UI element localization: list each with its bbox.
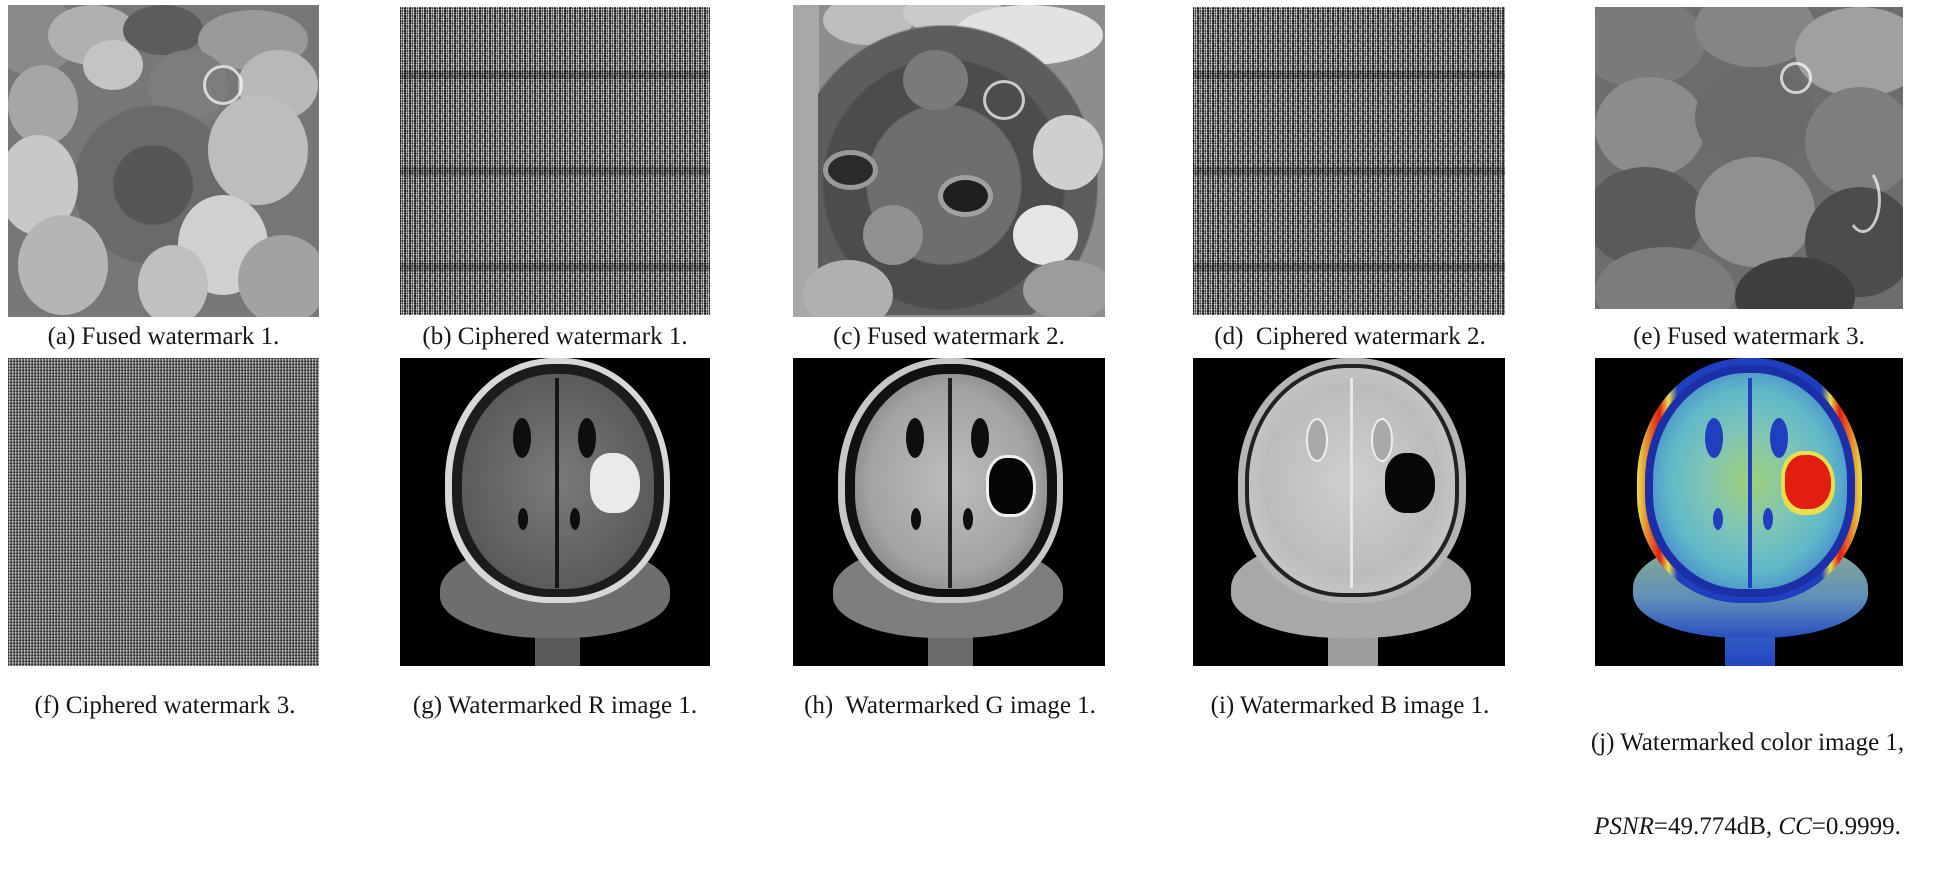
caption-d: (d) Ciphered watermark 2. <box>1214 323 1486 350</box>
psnr-value: =49.774dB, <box>1653 813 1779 840</box>
cc-value: =0.9999. <box>1811 813 1901 840</box>
image-watermarked-g <box>793 358 1105 666</box>
caption-b: (b) Ciphered watermark 1. <box>422 323 688 350</box>
caption-g: (g) Watermarked R image 1. <box>412 692 698 719</box>
caption-i: (i) Watermarked B image 1. <box>1210 692 1490 719</box>
caption-f: (f) Ciphered watermark 3. <box>34 692 296 719</box>
image-fused-watermark-2 <box>793 5 1105 317</box>
caption-e: (e) Fused watermark 3. <box>1633 323 1865 350</box>
image-watermarked-b <box>1193 358 1505 666</box>
image-ciphered-watermark-1 <box>400 7 710 315</box>
image-fused-watermark-1 <box>8 5 319 317</box>
psnr-label: PSNR <box>1594 813 1654 840</box>
caption-h: (h) Watermarked G image 1. <box>804 692 1096 719</box>
caption-j-line2: PSNR=49.774dB, CC=0.9999. <box>1550 813 1945 841</box>
caption-j: (j) Watermarked color image 1, PSNR=49.7… <box>1550 673 1945 869</box>
caption-j-line1: (j) Watermarked color image 1, <box>1590 729 1905 756</box>
image-ciphered-watermark-3 <box>8 358 319 666</box>
cc-label: CC <box>1778 813 1812 840</box>
image-ciphered-watermark-2 <box>1193 7 1505 315</box>
caption-c: (c) Fused watermark 2. <box>833 323 1065 350</box>
image-fused-watermark-3 <box>1595 7 1903 309</box>
caption-a: (a) Fused watermark 1. <box>47 323 280 350</box>
image-watermarked-r <box>400 358 710 666</box>
image-watermarked-color <box>1595 358 1903 666</box>
